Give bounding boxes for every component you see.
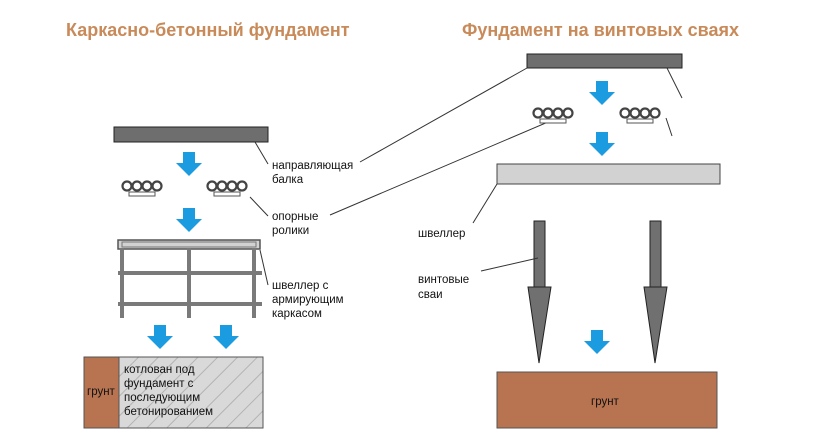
title-right: Фундамент на винтовых сваях <box>462 20 739 40</box>
soil-right-label: грунт <box>591 396 620 408</box>
arrow-down-icon <box>176 152 202 176</box>
soil-block-left <box>83 356 120 429</box>
roller-left-icon <box>121 180 163 198</box>
channel-frame <box>117 239 262 318</box>
channel-right-label: швеллер <box>418 228 465 240</box>
guide-beam-left <box>113 126 269 143</box>
arrow-down-icon <box>589 81 615 105</box>
roller-right-icon <box>206 180 248 198</box>
arrow-down-icon <box>213 325 239 349</box>
pit-block <box>118 356 264 429</box>
soil-left-label: грунт <box>87 386 116 398</box>
guide-beam-label: направляющая балка <box>272 160 356 186</box>
arrow-down-icon <box>584 330 610 354</box>
screw-pile-left <box>527 220 552 364</box>
roller-left-icon <box>532 107 574 125</box>
guide-beam-right <box>526 53 683 69</box>
arrow-down-icon <box>147 325 173 349</box>
channel-frame-label: швеллер с армирующим каркасом <box>272 280 347 320</box>
title-left: Каркасно-бетонный фундамент <box>66 20 350 40</box>
roller-right-icon <box>619 107 661 125</box>
screw-pile-right <box>643 220 668 364</box>
rollers-label: опорные ролики <box>272 211 322 237</box>
pit-label: котлован под фундамент с последующим бет… <box>124 364 213 418</box>
channel-right <box>496 163 721 185</box>
soil-block-right <box>496 371 718 429</box>
screw-piles-label: винтовые сваи <box>418 274 472 301</box>
arrow-down-icon <box>589 132 615 156</box>
arrow-down-icon <box>176 208 202 232</box>
